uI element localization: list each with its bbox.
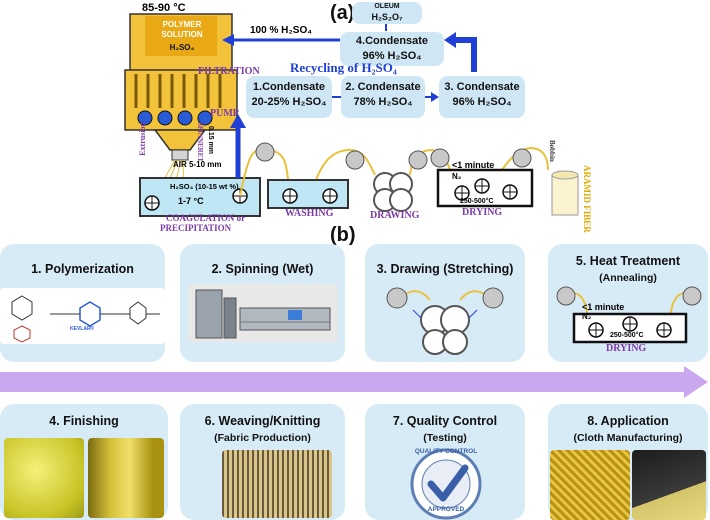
- dryer-temp-label: 250-500°C: [460, 198, 494, 205]
- reactor-label: POLYMER SOLUTION H₂SO₄: [152, 20, 212, 53]
- condensate-4-title: 4.Condensate: [355, 35, 429, 47]
- aramid-fiber-label: ARAMID FIBER: [582, 165, 592, 233]
- dryer: [436, 168, 534, 208]
- spinneret-size: 0.15 mm: [207, 126, 214, 155]
- drawing-rollers: [373, 172, 413, 212]
- panel-a-tag: (a): [330, 2, 355, 24]
- oleum-label: OLEUM: [374, 3, 400, 10]
- aramid-fabric-photo: [550, 450, 630, 520]
- sulfuric-100-label: 100 % H₂SO₄: [250, 25, 313, 36]
- qc-badge: [410, 448, 482, 520]
- drawing-rollers-svg: [386, 287, 504, 355]
- polymer-structure-svg: [11, 295, 160, 343]
- card-drawing-title: 3. Drawing (Stretching): [376, 262, 514, 276]
- spinneret-label: SPINNERET: [196, 122, 204, 163]
- precipitation-label: PRECIPITATION: [160, 223, 232, 233]
- card-spinning: 2. Spinning (Wet): [180, 244, 345, 362]
- condensate-4: 4.Condensate 96% H₂SO₄: [340, 32, 444, 66]
- card-spinning-title: 2. Spinning (Wet): [211, 262, 314, 276]
- condensate-3-conc: 96% H₂SO₄: [452, 96, 512, 108]
- coagulation-bath: [139, 177, 261, 217]
- air-gap-label: AIR 5-10 mm: [173, 160, 222, 169]
- recycling-title: Recycling of H₂SO₄: [290, 60, 397, 75]
- yarn-spool-photo: [88, 438, 164, 518]
- heat-time-label: <1 minute: [582, 302, 625, 312]
- timeline-arrow: [0, 366, 708, 398]
- process-diagram: [124, 13, 579, 217]
- card-application-sub: (Cloth Manufacturing): [573, 432, 683, 444]
- bobbin: [551, 170, 579, 216]
- washing-label: WASHING: [285, 208, 334, 219]
- card-finishing: 4. Finishing: [0, 404, 168, 520]
- coagulation-label: COAGULATION or: [166, 213, 246, 223]
- dryer-gas-label: N₂: [452, 172, 462, 181]
- condensate-3: 3. Condensate 96% H₂SO₄: [439, 76, 525, 118]
- bath-temp-label: 1-7 °C: [178, 196, 204, 206]
- flow-arrows: [222, 23, 477, 178]
- qc-badge-bottom: APPROVED: [427, 506, 465, 513]
- loom-photo: [222, 450, 332, 518]
- spinning-machine-svg: [195, 289, 331, 339]
- card-heat-sub: (Annealing): [599, 272, 657, 284]
- card-weaving-title: 6. Weaving/Knitting: [204, 414, 321, 428]
- drying-label: DRYING: [462, 207, 503, 218]
- condensate-4-conc: 96% H₂SO₄: [362, 50, 422, 62]
- reactor-label-line1: POLYMER: [162, 20, 202, 29]
- spinning-machine-photo: [188, 284, 338, 342]
- qc-badge-top: QUALITY CONTROL: [414, 448, 478, 455]
- condensate-2-title: 2. Condensate: [345, 81, 421, 93]
- condensate-1-conc: 20-25% H₂SO₄: [251, 96, 327, 108]
- panel-b-tag: (b): [330, 224, 356, 246]
- condensate-1-title: 1.Condensate: [252, 81, 326, 93]
- card-qc-sub: (Testing): [423, 432, 467, 444]
- drawing-label: DRAWING: [370, 210, 420, 221]
- condensate-1: 1.Condensate 20-25% H₂SO₄: [246, 76, 332, 118]
- card-drawing: 3. Drawing (Stretching): [365, 244, 525, 362]
- fiber-pulp-photo: [4, 438, 84, 518]
- kevlar-label: KEVLAR®: [70, 326, 95, 332]
- card-qc-title: 7. Quality Control: [392, 414, 498, 428]
- filter-box: [124, 69, 238, 151]
- washing-bath: [267, 179, 349, 209]
- body-armor-photo: [632, 450, 706, 520]
- card-weaving-sub: (Fabric Production): [214, 432, 311, 444]
- card-weaving: 6. Weaving/Knitting (Fabric Production): [180, 404, 345, 520]
- card-application-title: 8. Application: [587, 414, 669, 428]
- condensate-3-title: 3. Condensate: [444, 81, 520, 93]
- temperature-label: 85-90 °C: [142, 2, 186, 14]
- reactor-acid: H₂SO₄: [169, 43, 195, 52]
- extrusion-label: Extrusion: [138, 122, 147, 156]
- heat-gas-label: N₂: [582, 312, 592, 321]
- condensate-2-conc: 78% H₂SO₄: [353, 96, 413, 108]
- bath-acid-label: H₂SO₄ (10-15 wt %): [170, 182, 239, 191]
- card-application: 8. Application (Cloth Manufacturing): [548, 404, 708, 520]
- reactor-label-line2: SOLUTION: [161, 30, 203, 39]
- card-polymerization-title: 1. Polymerization: [31, 262, 134, 276]
- card-quality-control: 7. Quality Control (Testing) QUALITY CON…: [365, 404, 525, 520]
- heat-treatment-svg: [556, 286, 702, 344]
- check-icon: [427, 464, 469, 502]
- heat-drying-label: DRYING: [606, 343, 647, 354]
- bobbin-label: Bobbin: [548, 140, 556, 162]
- pump-label: PUMP: [210, 108, 239, 119]
- card-polymerization: 1. Polymerization KEVLAR®: [0, 244, 165, 362]
- polymer-structure-image: KEVLAR®: [0, 288, 165, 344]
- filtration-label: FILTRATION: [198, 66, 260, 77]
- oleum-formula: H₂S₂O₇: [371, 12, 403, 22]
- dryer-time-label: <1 minute: [452, 160, 495, 170]
- condensate-2: 2. Condensate 78% H₂SO₄: [341, 76, 425, 118]
- heat-temp-label: 250-500°C: [610, 332, 644, 339]
- card-heat-treatment: 5. Heat Treatment (Annealing) <1 minute …: [548, 244, 708, 362]
- oleum-box: OLEUM H₂S₂O₇: [352, 2, 422, 24]
- card-heat-title: 5. Heat Treatment: [575, 254, 681, 268]
- card-finishing-title: 4. Finishing: [49, 414, 119, 428]
